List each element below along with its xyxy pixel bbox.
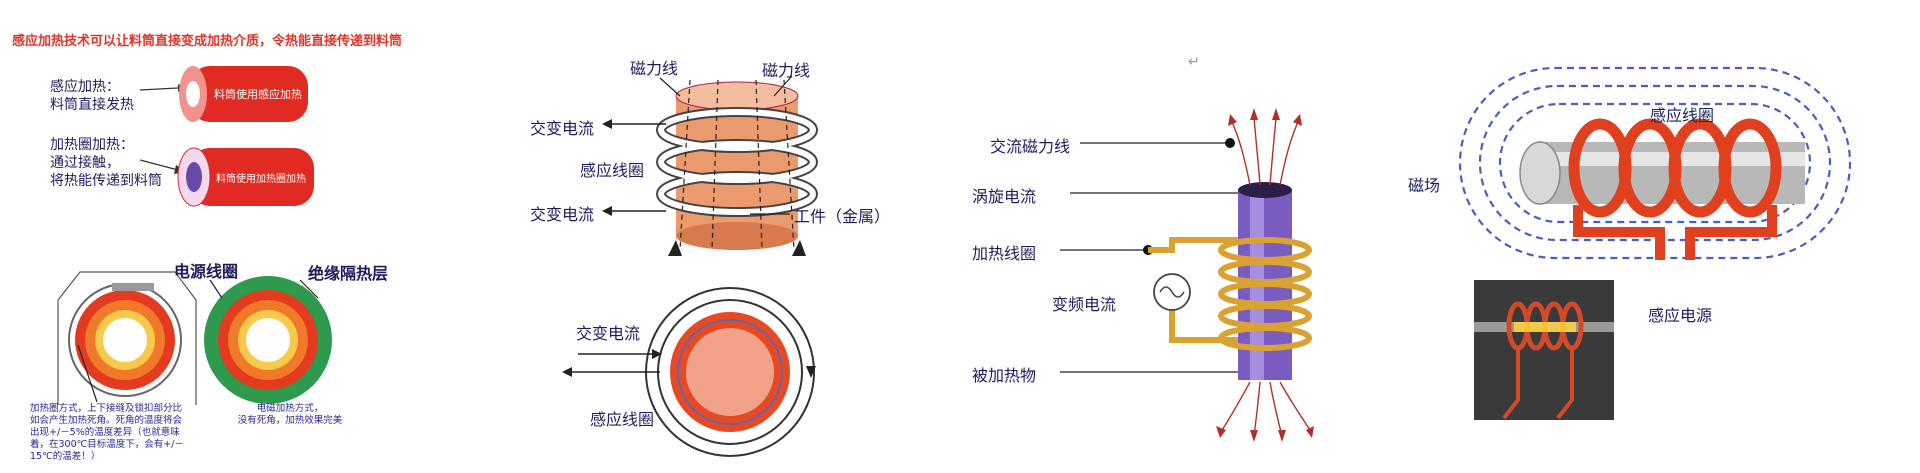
arrow-right-icon [652, 349, 662, 359]
workpiece-core [686, 328, 774, 416]
label-flux-left: 磁力线 [630, 59, 679, 78]
pointer-line [139, 87, 179, 91]
panel-magnetic-field: 磁场 感应线圈 感应电源 [1400, 0, 1920, 473]
induction-bore [246, 318, 290, 362]
arrow-icon [792, 240, 806, 256]
magnetic-field-lines [1458, 66, 1852, 260]
heating-coil [1218, 237, 1312, 351]
pointer-lines [1060, 142, 1250, 373]
band-heater-latch [112, 283, 154, 291]
coil-photo-lead [1502, 348, 1520, 420]
note-band-heater: 加热圈方式，上下接缝及锁扣部分比 如会产生加热死角。死角的温度将会 出现+/－5… [30, 403, 184, 462]
panel-induction-vs-band-heater: 感应加热技术可以让料筒直接变成加热介质，令热能直接传递到料筒 感应加热： 料筒直… [0, 0, 470, 473]
label-induction-line1: 感应加热： [50, 79, 120, 95]
arrow-left-icon [602, 119, 612, 129]
flux-arrows-bottom [1221, 381, 1311, 437]
label-induction-line2: 料筒直接发热 [50, 97, 134, 113]
panel-coil-workpiece: 磁力线 磁力线 交变电流 感应线圈 交变电流 工件（金属） 交变电流 感应线圈 [530, 0, 920, 473]
label-ac-bottom: 交变电流 [576, 324, 641, 343]
label-band-heating: 加热圈加热： 通过接触， 将热能传递到料筒 [50, 136, 162, 190]
pointer-line [659, 77, 681, 97]
induction-coil [1568, 118, 1782, 218]
coil-photo-lead [1556, 348, 1574, 420]
panel-eddy-current: ↵ 交流磁力线 涡旋电流 加热线圈 变频电流 被加热物 [960, 0, 1380, 473]
tube1-text: 料筒使用感应加热 [214, 88, 302, 101]
label-coil-bottom: 感应线圈 [590, 410, 655, 429]
tube2-text: 料筒使用加热圈加热 [216, 174, 306, 185]
label-heating-coil: 加热线圈 [972, 244, 1037, 263]
label-power-coil: 电源线圈 [174, 262, 239, 281]
coil-lead-left [1573, 205, 1665, 260]
label-magnetic-field: 磁场 [1408, 176, 1441, 195]
label-ac-flux: 交流磁力线 [990, 137, 1071, 156]
eddy-current-loop [677, 319, 783, 425]
panel4-graphics [1458, 66, 1852, 420]
label-induction-power: 感应电源 [1648, 306, 1713, 325]
pointer-line [139, 159, 179, 171]
label-flux-right: 磁力线 [762, 61, 811, 80]
circuit-wire-bottom [1169, 300, 1260, 343]
band-heater-housing [57, 271, 197, 405]
circuit-wire-top [1148, 237, 1260, 253]
label-heated-object: 被加热物 [972, 366, 1037, 385]
label-coil-line3: 将热能传递到料筒 [50, 173, 162, 189]
panel2-graphics [562, 75, 818, 457]
label-induction-heating: 感应加热： 料筒直接发热 [50, 78, 134, 114]
coil-photo-glow [1514, 322, 1576, 332]
coil-lead-right [1685, 205, 1777, 260]
tube-bore [186, 81, 200, 107]
label-induction-coil: 感应线圈 [1650, 106, 1715, 125]
flux-arrows-top [1231, 117, 1299, 186]
workpiece-bottom [676, 222, 798, 250]
label-insulation: 绝缘隔热层 [308, 264, 389, 283]
label-eddy-current: 涡旋电流 [972, 187, 1037, 206]
label-vf-current: 变频电流 [1052, 295, 1117, 314]
arrow-icon [668, 240, 682, 256]
induction-coil-highlight [658, 109, 816, 215]
arrow-left-icon [562, 367, 572, 377]
label-workpiece: 工件（金属） [794, 207, 891, 226]
panel1-title: 感应加热技术可以让料筒直接变成加热介质，令热能直接传递到料筒 [12, 34, 403, 49]
pointer-line [77, 344, 98, 403]
label-ac-mid: 交变电流 [530, 205, 595, 224]
label-coil: 感应线圈 [580, 161, 645, 180]
note-induction: 电磁加热方式， 没有死角，加热效果完美 [237, 403, 343, 426]
sine-wave-icon [1159, 286, 1185, 298]
flux-lines [679, 79, 795, 251]
label-coil-line1: 加热圈加热： [50, 137, 134, 153]
label-ac-top: 交变电流 [530, 119, 595, 138]
band-heater-bore [103, 318, 147, 362]
label-coil-line2: 通过接触， [50, 155, 120, 171]
panel3-graphics [1060, 108, 1314, 442]
pointer-line [209, 279, 223, 299]
arrow-down-icon [806, 366, 816, 378]
coil-photo [1474, 280, 1614, 420]
tube-bore [186, 162, 202, 192]
workpiece-top [675, 81, 799, 111]
flux-arrowheads-bottom [1216, 426, 1314, 442]
pointer-line [299, 279, 319, 299]
stray-mark: ↵ [1188, 54, 1200, 70]
tube-induction [190, 66, 308, 122]
metal-rod-end [1519, 141, 1561, 205]
flux-arrowheads [1228, 108, 1302, 126]
arrow-left-icon [602, 206, 612, 216]
pointer-line [773, 75, 793, 97]
tube-band-heater [190, 148, 314, 206]
panel1-graphics [57, 66, 332, 405]
rod-top [1238, 182, 1292, 198]
